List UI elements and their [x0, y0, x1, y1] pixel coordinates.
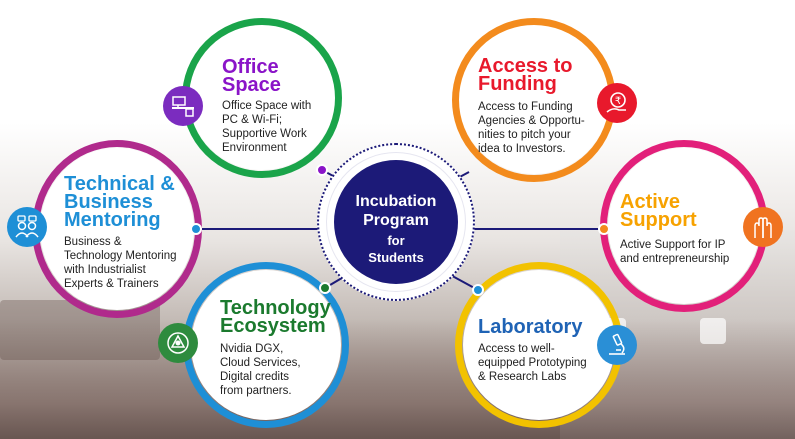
office-desk-icon	[163, 86, 203, 126]
helping-hands-icon	[743, 207, 783, 247]
lab-circle	[463, 270, 615, 420]
mentoring-desc-line4: Experts & Trainers	[64, 278, 159, 290]
center-title-line3: for	[387, 233, 405, 248]
office-desc-line4: Environment	[222, 142, 287, 154]
network-hub-icon	[158, 323, 198, 363]
lab-title-line1: Laboratory	[478, 316, 583, 338]
mentoring-people-icon	[7, 207, 47, 247]
svg-text:₹: ₹	[615, 96, 621, 107]
microscope-icon	[597, 325, 637, 365]
mentoring-title-line1: Technical &	[64, 173, 175, 195]
ecosystem-circle	[191, 270, 341, 420]
ecosystem-title-line1: Technology	[220, 297, 331, 319]
lab-connector-dot	[472, 284, 484, 296]
mentoring-desc-line3: with Industrialist	[64, 264, 146, 276]
support-circle	[608, 148, 760, 304]
ecosystem-desc-line3: Digital credits	[220, 371, 290, 383]
support-connector-dot	[598, 223, 610, 235]
funding-desc-line4: idea to Investors.	[478, 143, 566, 155]
mentoring-title-line2: Business	[64, 191, 153, 213]
ecosystem-desc-line1: Nvidia DGX,	[220, 343, 284, 355]
lab-desc-line1: Access to well-	[478, 343, 555, 355]
center-title-line2: Program	[363, 212, 429, 229]
funding-desc-line3: nities to pitch your	[478, 129, 571, 141]
ecosystem-title-line2: Ecosystem	[220, 315, 326, 337]
background-light	[700, 318, 726, 344]
office-connector-dot	[316, 164, 328, 176]
mentoring-circle	[40, 148, 194, 310]
office-title-line1: Office	[222, 56, 279, 78]
background-floor	[0, 319, 795, 439]
center-hub: Incubation Program for Students	[334, 160, 458, 284]
office-circle	[190, 26, 334, 170]
lab-desc-line2: equipped Prototyping	[478, 357, 587, 369]
support-title-line1: Active	[620, 191, 681, 213]
office-title-line2: Space	[222, 74, 281, 96]
ecosystem-connector-dot	[319, 282, 331, 294]
ecosystem-desc-line4: from partners.	[220, 385, 292, 397]
funding-desc-line1: Access to Funding	[478, 101, 573, 113]
center-title-line1: Incubation	[355, 193, 437, 210]
mentoring-desc-line2: Technology Mentoring	[64, 250, 177, 262]
rupee-hand-icon: ₹	[597, 83, 637, 123]
office-desc-line2: PC & Wi-Fi;	[222, 114, 283, 126]
ecosystem-desc-line2: Cloud Services,	[220, 357, 301, 369]
lab-desc-line3: & Research Labs	[478, 371, 567, 383]
mentoring-title-line3: Mentoring	[64, 209, 161, 231]
office-desc-line1: Office Space with	[222, 100, 312, 112]
center-title-line4: Students	[368, 250, 424, 265]
mentoring-connector-dot	[190, 223, 202, 235]
support-title-line2: Support	[620, 209, 697, 231]
funding-title-line1: Access to	[478, 55, 573, 77]
mentoring-desc-line1: Business &	[64, 236, 122, 248]
funding-desc-line2: Agencies & Opportu-	[478, 115, 585, 127]
funding-title-line2: Funding	[478, 73, 557, 95]
office-desc-line3: Supportive Work	[222, 128, 307, 140]
support-desc-line2: and entrepreneurship	[620, 253, 730, 265]
funding-circle	[460, 26, 608, 174]
support-desc-line1: Active Support for IP	[620, 239, 726, 251]
